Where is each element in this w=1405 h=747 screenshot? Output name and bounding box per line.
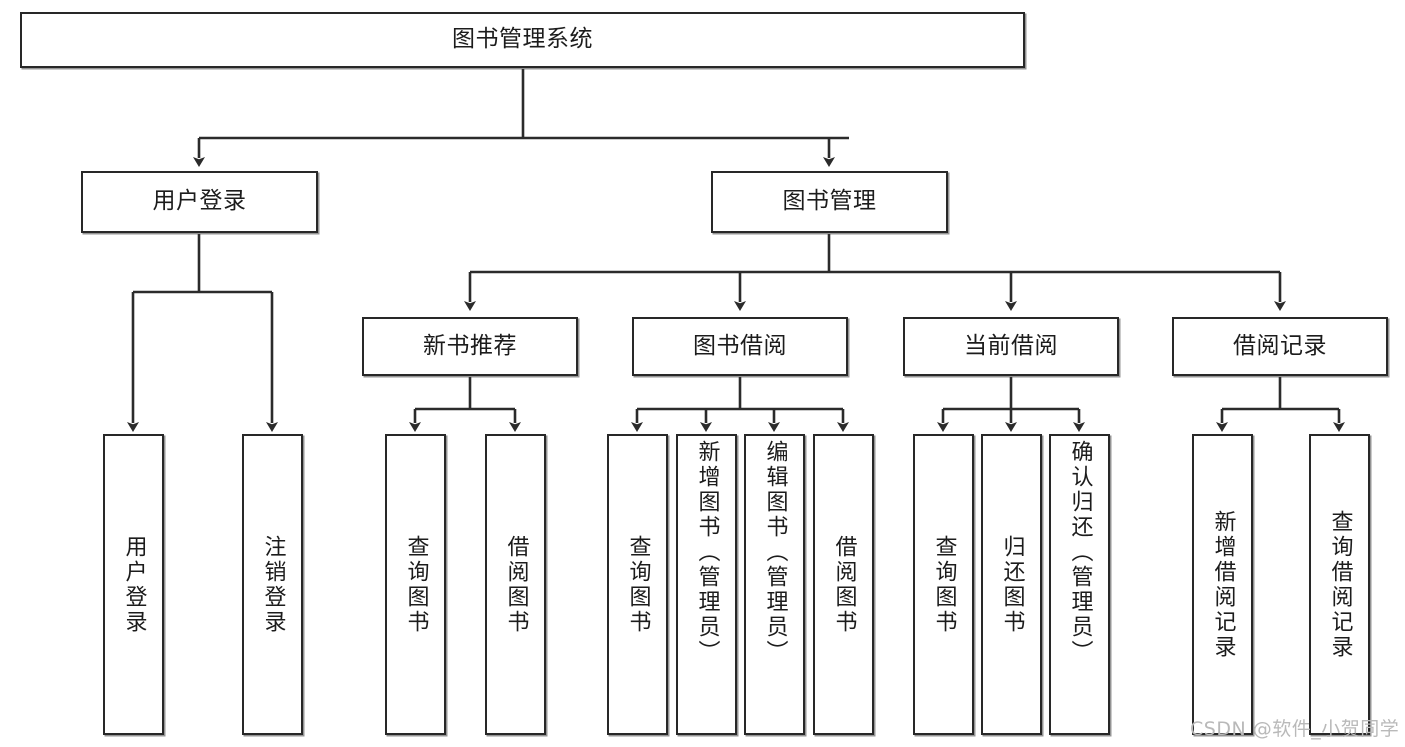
leaf-user-login[interactable]: 用户登录 (103, 434, 164, 735)
leaf-confirm-return[interactable]: 确认归还（管理员） (1049, 434, 1110, 735)
leaf-query-record[interactable]: 查询借阅记录 (1309, 434, 1370, 735)
leaf-user-login-label: 用户登录 (121, 534, 147, 635)
leaf-query-book-3[interactable]: 查询图书 (913, 434, 974, 735)
leaf-borrow-book-1[interactable]: 借阅图书 (485, 434, 546, 735)
leaf-borrow-book-2-label: 借阅图书 (831, 534, 857, 635)
node-borrow-record-label: 借阅记录 (1233, 332, 1327, 359)
node-new-book-recommend[interactable]: 新书推荐 (362, 317, 578, 376)
node-book-manage-label: 图书管理 (782, 188, 877, 215)
node-book-borrow-label: 图书借阅 (693, 332, 787, 359)
leaf-query-record-label: 查询借阅记录 (1327, 509, 1353, 660)
leaf-return-book[interactable]: 归还图书 (981, 434, 1042, 735)
leaf-add-book-label: 新增图书（管理员） (694, 440, 720, 665)
leaf-edit-book[interactable]: 编辑图书（管理员） (744, 434, 805, 735)
leaf-logout-login-label: 注销登录 (260, 534, 286, 635)
node-borrow-record[interactable]: 借阅记录 (1172, 317, 1388, 376)
leaf-query-book-1-label: 查询图书 (403, 534, 429, 635)
node-user-login[interactable]: 用户登录 (81, 171, 318, 233)
csdn-watermark: CSDN @软件_小贺同学 (1190, 718, 1400, 740)
node-user-login-label: 用户登录 (152, 188, 247, 215)
node-book-borrow[interactable]: 图书借阅 (632, 317, 848, 376)
node-new-book-recommend-label: 新书推荐 (423, 332, 517, 359)
node-book-manage[interactable]: 图书管理 (711, 171, 948, 233)
leaf-query-book-1[interactable]: 查询图书 (385, 434, 446, 735)
leaf-return-book-label: 归还图书 (999, 534, 1025, 635)
leaf-borrow-book-2[interactable]: 借阅图书 (813, 434, 874, 735)
leaf-borrow-book-1-label: 借阅图书 (503, 534, 529, 635)
leaf-query-book-3-label: 查询图书 (931, 534, 957, 635)
leaf-add-record[interactable]: 新增借阅记录 (1192, 434, 1253, 735)
leaf-query-book-2[interactable]: 查询图书 (607, 434, 668, 735)
node-root[interactable]: 图书管理系统 (20, 12, 1025, 68)
node-root-label: 图书管理系统 (452, 26, 593, 53)
leaf-edit-book-label: 编辑图书（管理员） (762, 440, 788, 665)
node-current-borrow[interactable]: 当前借阅 (903, 317, 1119, 376)
leaf-query-book-2-label: 查询图书 (625, 534, 651, 635)
leaf-add-record-label: 新增借阅记录 (1210, 509, 1236, 660)
node-current-borrow-label: 当前借阅 (964, 332, 1058, 359)
leaf-logout-login[interactable]: 注销登录 (242, 434, 303, 735)
leaf-confirm-return-label: 确认归还（管理员） (1067, 440, 1093, 665)
leaf-add-book[interactable]: 新增图书（管理员） (676, 434, 737, 735)
